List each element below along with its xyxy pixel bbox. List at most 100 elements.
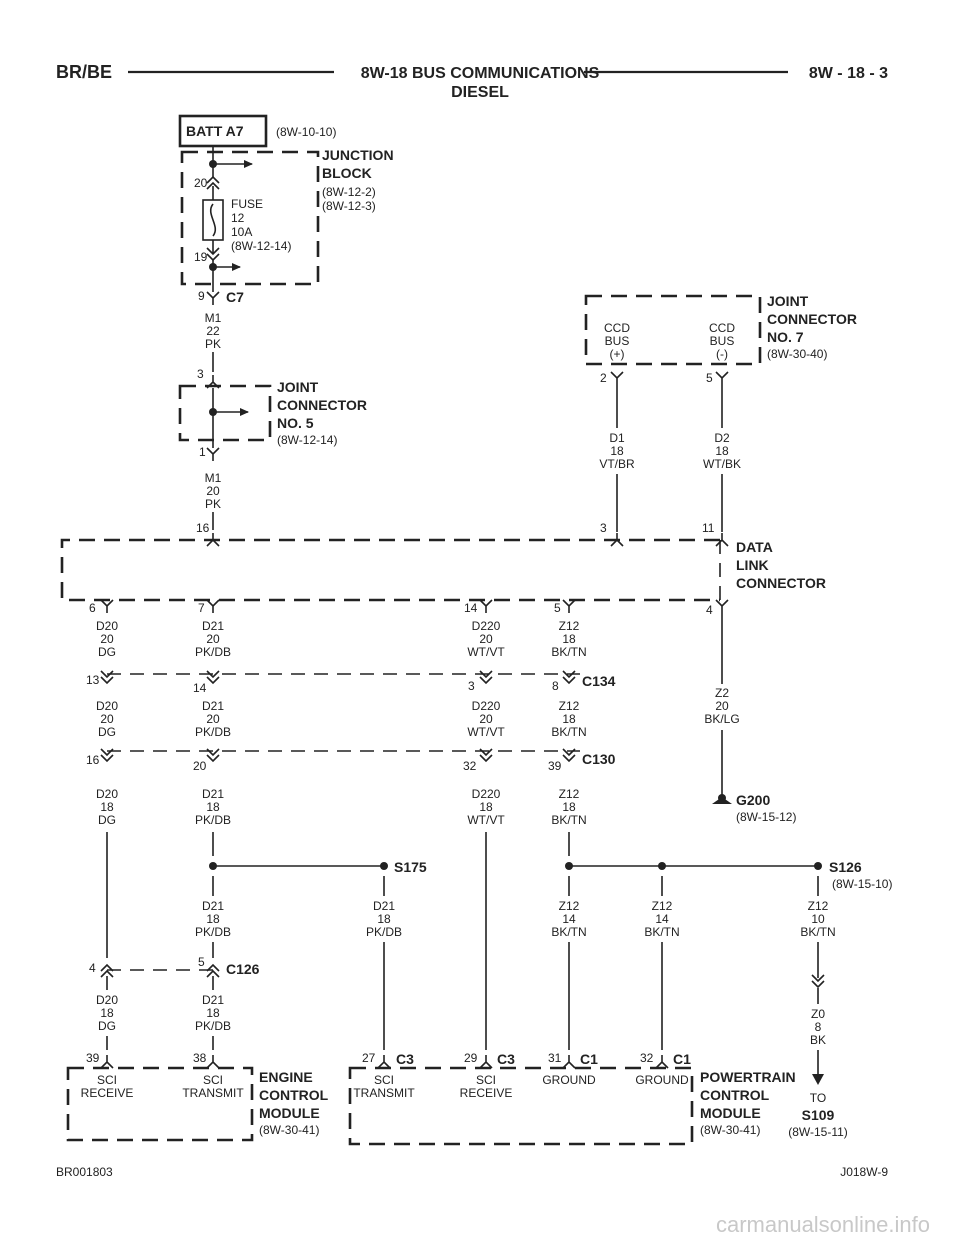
svg-text:D20: D20 — [96, 699, 118, 713]
jc5-name: JOINT — [277, 379, 319, 395]
svg-text:Z2: Z2 — [715, 686, 729, 700]
svg-text:18: 18 — [610, 444, 624, 458]
svg-text:12: 12 — [231, 211, 245, 225]
connector-c130: 16 20 32 39 C130 — [86, 748, 616, 773]
svg-text:Z12: Z12 — [559, 787, 580, 801]
svg-text:BLOCK: BLOCK — [322, 165, 372, 181]
svg-text:D21: D21 — [202, 699, 224, 713]
svg-text:(8W-12-2): (8W-12-2) — [322, 185, 376, 199]
svg-text:C3: C3 — [396, 1051, 414, 1067]
svg-text:BK/TN: BK/TN — [551, 645, 586, 659]
batt-label: BATT A7 — [186, 123, 244, 139]
svg-text:NO. 7: NO. 7 — [767, 329, 804, 345]
joint-connector-5: 3 1 JOINT CONNECTOR NO. 5 (8W-12-14) M1 … — [178, 367, 367, 530]
header-subtitle: DIESEL — [451, 84, 509, 101]
svg-text:CONTROL: CONTROL — [700, 1087, 770, 1103]
svg-text:Z12: Z12 — [808, 899, 829, 913]
svg-text:BK/TN: BK/TN — [644, 925, 679, 939]
svg-text:C1: C1 — [580, 1051, 598, 1067]
svg-text:16: 16 — [196, 521, 210, 535]
connector-c134: 13 14 3 8 C134 — [86, 670, 616, 695]
svg-text:Z12: Z12 — [559, 699, 580, 713]
svg-text:Z12: Z12 — [652, 899, 673, 913]
svg-text:11: 11 — [702, 521, 715, 535]
jc5-outline — [178, 384, 272, 442]
svg-text:PK/DB: PK/DB — [195, 1019, 231, 1033]
svg-text:PK/DB: PK/DB — [195, 645, 231, 659]
svg-text:M1: M1 — [205, 311, 222, 325]
svg-text:BUS: BUS — [710, 334, 735, 348]
svg-text:(8W-15-12): (8W-15-12) — [736, 810, 796, 824]
svg-text:D21: D21 — [202, 993, 224, 1007]
svg-text:20: 20 — [206, 712, 220, 726]
svg-text:32: 32 — [463, 759, 477, 773]
ecm-outline — [66, 1066, 254, 1142]
svg-text:RECEIVE: RECEIVE — [81, 1086, 134, 1100]
svg-text:20: 20 — [206, 484, 220, 498]
svg-text:(8W-30-41): (8W-30-41) — [700, 1123, 760, 1137]
svg-text:5: 5 — [706, 371, 713, 385]
svg-text:18: 18 — [562, 712, 576, 726]
svg-text:TO: TO — [810, 1091, 826, 1105]
svg-text:20: 20 — [479, 712, 493, 726]
connector-c126: 4 5 C126 D20 18 DG D21 18 PK/DB — [89, 955, 260, 1050]
svg-text:BK/TN: BK/TN — [551, 813, 586, 827]
svg-text:39: 39 — [548, 759, 562, 773]
svg-text:D21: D21 — [202, 899, 224, 913]
svg-text:WT/VT: WT/VT — [467, 725, 505, 739]
svg-text:PK/DB: PK/DB — [195, 725, 231, 739]
svg-text:20: 20 — [100, 632, 114, 646]
svg-text:20: 20 — [100, 712, 114, 726]
svg-text:CONNECTOR: CONNECTOR — [736, 575, 826, 591]
splice-s175: S175 D21 18 PK/DB D21 18 PK/DB — [195, 859, 427, 1050]
svg-text:C3: C3 — [497, 1051, 515, 1067]
svg-text:LINK: LINK — [736, 557, 769, 573]
svg-text:(+): (+) — [610, 347, 625, 361]
svg-text:18: 18 — [377, 912, 391, 926]
svg-text:14: 14 — [193, 681, 207, 695]
svg-text:BK/TN: BK/TN — [800, 925, 835, 939]
svg-text:(8W-15-11): (8W-15-11) — [788, 1125, 848, 1139]
arrow-down-icon — [812, 1074, 824, 1085]
svg-text:BK/LG: BK/LG — [704, 712, 739, 726]
svg-text:Z0: Z0 — [811, 1007, 825, 1021]
batt-ref: (8W-10-10) — [276, 125, 336, 139]
svg-text:10A: 10A — [231, 225, 252, 239]
wires-group-b: D20 20 DG D21 20 PK/DB D220 20 WT/VT Z12… — [96, 699, 587, 739]
pcm-outline — [348, 1066, 694, 1146]
dlc-name: DATA — [736, 539, 773, 555]
svg-text:39: 39 — [86, 1051, 100, 1065]
svg-text:DG: DG — [98, 645, 116, 659]
svg-text:Z12: Z12 — [559, 619, 580, 633]
svg-text:WT/BK: WT/BK — [703, 457, 741, 471]
svg-text:TRANSMIT: TRANSMIT — [353, 1086, 415, 1100]
footer-right: J018W-9 — [840, 1165, 888, 1179]
svg-text:1: 1 — [199, 445, 206, 459]
svg-text:(8W-12-3): (8W-12-3) — [322, 199, 376, 213]
svg-text:D220: D220 — [472, 787, 501, 801]
svg-text:13: 13 — [86, 673, 100, 687]
footer-left: BR001803 — [56, 1165, 113, 1179]
svg-text:PK/DB: PK/DB — [195, 925, 231, 939]
svg-text:18: 18 — [100, 800, 114, 814]
svg-text:SCI: SCI — [476, 1073, 496, 1087]
wires-group-a: D20 20 DG D21 20 PK/DB D220 20 WT/VT Z12… — [96, 619, 587, 659]
svg-text:18: 18 — [715, 444, 729, 458]
jc7-name: JOINT — [767, 293, 809, 309]
svg-text:WT/VT: WT/VT — [467, 813, 505, 827]
svg-text:29: 29 — [464, 1051, 478, 1065]
svg-text:20: 20 — [479, 632, 493, 646]
svg-text:NO. 5: NO. 5 — [277, 415, 314, 431]
svg-text:CCD: CCD — [709, 321, 735, 335]
page-header: BR/BE 8W-18 BUS COMMUNICATIONS DIESEL 8W… — [56, 62, 888, 101]
svg-text:TRANSMIT: TRANSMIT — [182, 1086, 244, 1100]
header-left: BR/BE — [56, 62, 112, 82]
svg-text:DG: DG — [98, 725, 116, 739]
svg-text:CONTROL: CONTROL — [259, 1087, 329, 1103]
svg-text:9: 9 — [198, 289, 205, 303]
ecm-name: ENGINE — [259, 1069, 313, 1085]
engine-control-module: 39 38 SCI RECEIVE SCI TRANSMIT ENGINE CO… — [66, 1051, 329, 1142]
fuse-label: FUSE — [231, 197, 263, 211]
svg-text:14: 14 — [655, 912, 669, 926]
